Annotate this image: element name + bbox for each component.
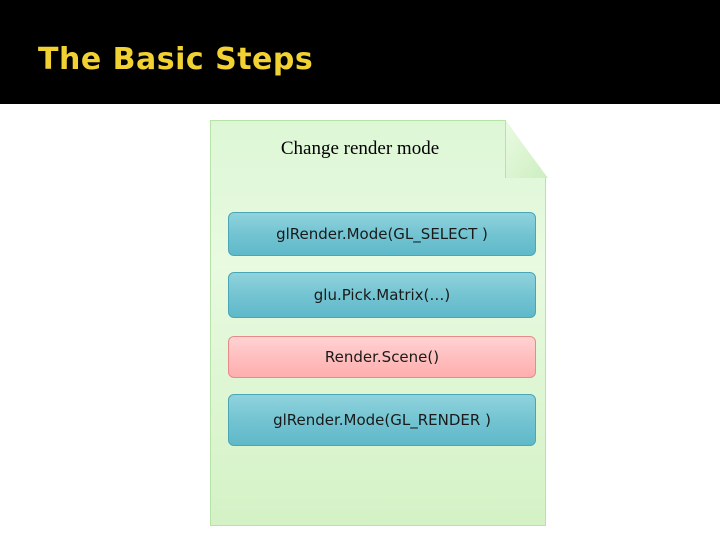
step-box-1-label: glRender.Mode(GL_SELECT ): [276, 224, 488, 243]
step-box-4: glRender.Mode(GL_RENDER ): [228, 394, 536, 446]
step-box-2-label: glu.Pick.Matrix(…): [313, 285, 451, 304]
title-band: [0, 0, 720, 104]
step-box-1: glRender.Mode(GL_SELECT ): [228, 212, 536, 256]
step-box-3-label: Render.Scene(): [324, 347, 440, 366]
document-page-shape: [210, 120, 546, 526]
step-box-2: glu.Pick.Matrix(…): [228, 272, 536, 318]
page-title: The Basic Steps: [38, 42, 314, 77]
step-box-4-label: glRender.Mode(GL_RENDER ): [273, 410, 491, 429]
step-box-3: Render.Scene(): [228, 336, 536, 378]
diagram-header-label: Change render mode: [280, 138, 440, 159]
